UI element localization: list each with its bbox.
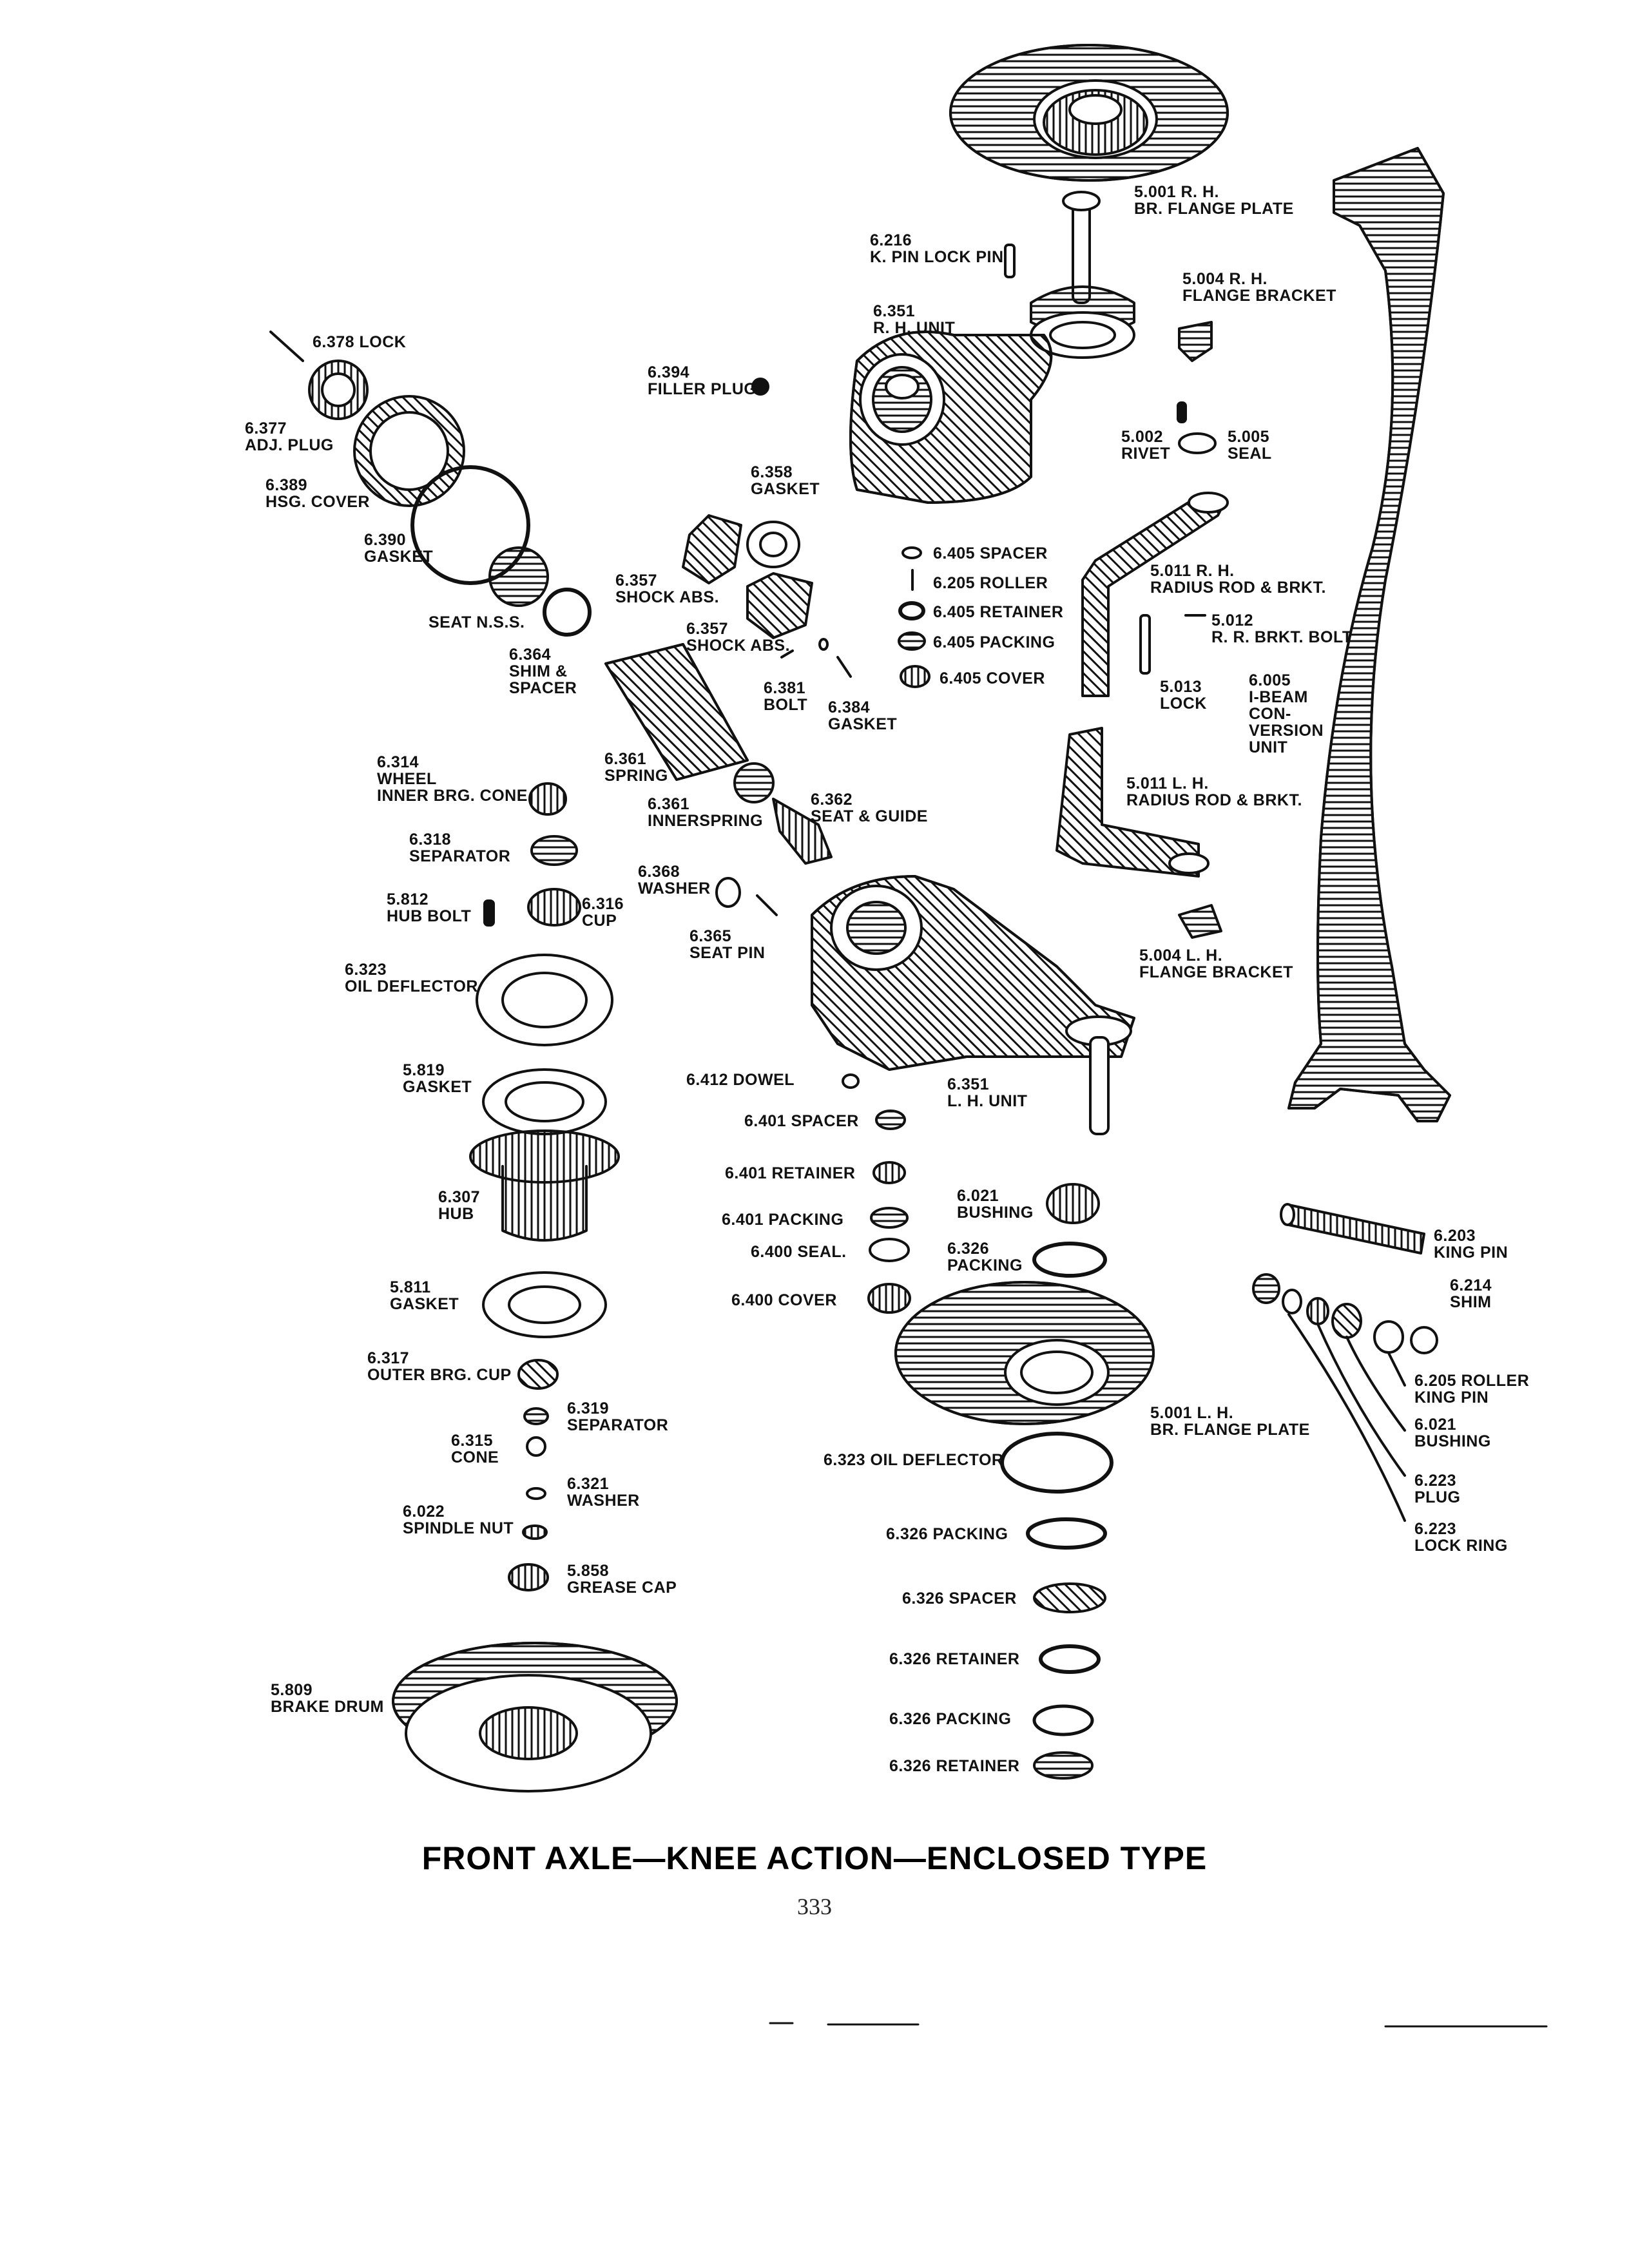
rh-unit-housing-drawing [849, 331, 1053, 504]
label-spacer-6405: 6.405 SPACER [933, 544, 1048, 562]
label-retainer-6405: 6.405 RETAINER [933, 603, 1064, 621]
lh-brake-flange-plate-drawing [894, 1281, 1155, 1425]
bushing-drawing [1046, 1183, 1100, 1224]
label-packing-6401: 6.401 PACKING [722, 1211, 844, 1229]
rh-brake-flange-plate-drawing [949, 44, 1229, 182]
label-spacer-6401: 6.401 SPACER [744, 1112, 859, 1130]
packing-ring-drawing [1032, 1242, 1107, 1278]
label-packing-6326-a: 6.326 PACKING [886, 1525, 1008, 1543]
filler-plug-drawing [751, 378, 769, 396]
lock-pin-drawing [1004, 244, 1016, 278]
scan-marks-drawing [769, 2022, 1548, 2028]
label-seat-nss: SEAT N.S.S. [429, 613, 525, 631]
left-column-parts-drawing [469, 782, 620, 1591]
label-rh-br-flange-plate: 5.001 R. H.BR. FLANGE PLATE [1134, 183, 1294, 218]
label-retainer-6401: 6.401 RETAINER [725, 1164, 856, 1182]
diagram-title: FRONT AXLE—KNEE ACTION—ENCLOSED TYPE [421, 1840, 1208, 1876]
label-packing-6405: 6.405 PACKING [933, 633, 1055, 651]
lh-unit-housing-drawing [811, 875, 1135, 1135]
brake-drum-drawing [392, 1642, 678, 1792]
rh-spindle-drawing [1030, 191, 1135, 359]
label-rh-radius-rod: 5.011 R. H.RADIUS ROD & BRKT. [1150, 562, 1326, 597]
label-seal-6400: 6.400 SEAL. [751, 1243, 847, 1261]
label-retainer-6326-b: 6.326 RETAINER [889, 1757, 1020, 1775]
rivet-drawing [1177, 401, 1187, 423]
rh-bracket-drawing [1178, 321, 1213, 362]
label-spacer-6326: 6.326 SPACER [902, 1590, 1017, 1608]
label-cover-6400: 6.400 COVER [731, 1291, 837, 1309]
radius-rods-drawing [1055, 492, 1229, 878]
label-packing-6326-b: 6.326 PACKING [889, 1710, 1012, 1728]
upper-left-parts-drawing [269, 331, 592, 637]
label-rh-flange-bracket: 5.004 R. H.FLANGE BRACKET [1182, 270, 1336, 305]
label-oil-deflector-right: 6.323 OIL DEFLECTOR [824, 1451, 1004, 1469]
label-cover-6405: 6.405 COVER [940, 669, 1045, 687]
lh-seal-stack-drawing [842, 1073, 911, 1314]
label-dowel: 6.412 DOWEL [686, 1071, 795, 1089]
seal-ring-drawing [1178, 432, 1217, 454]
label-lock-6378: 6.378 LOCK [313, 333, 407, 351]
shock-absorbers-drawing [682, 514, 852, 678]
spring-assembly-drawing [604, 643, 833, 916]
lower-ring-stack-drawing [1000, 1432, 1113, 1780]
i-beam-drawing [1287, 147, 1451, 1122]
king-pin-parts-drawing [1252, 1203, 1438, 1522]
label-roller-6205: 6.205 ROLLER [933, 574, 1048, 592]
spacer-roller-stack-drawing [898, 546, 930, 688]
label-retainer-6326-a: 6.326 RETAINER [889, 1650, 1020, 1668]
label-lh-br-flange-plate: 5.001 L. H.BR. FLANGE PLATE [1150, 1404, 1310, 1439]
page-number: 333 [797, 1894, 832, 1919]
label-lh-radius-rod: 5.011 L. H.RADIUS ROD & BRKT. [1126, 774, 1302, 809]
lh-bracket-drawing [1178, 904, 1222, 939]
label-lh-flange-bracket: 5.004 L. H.FLANGE BRACKET [1139, 947, 1293, 981]
